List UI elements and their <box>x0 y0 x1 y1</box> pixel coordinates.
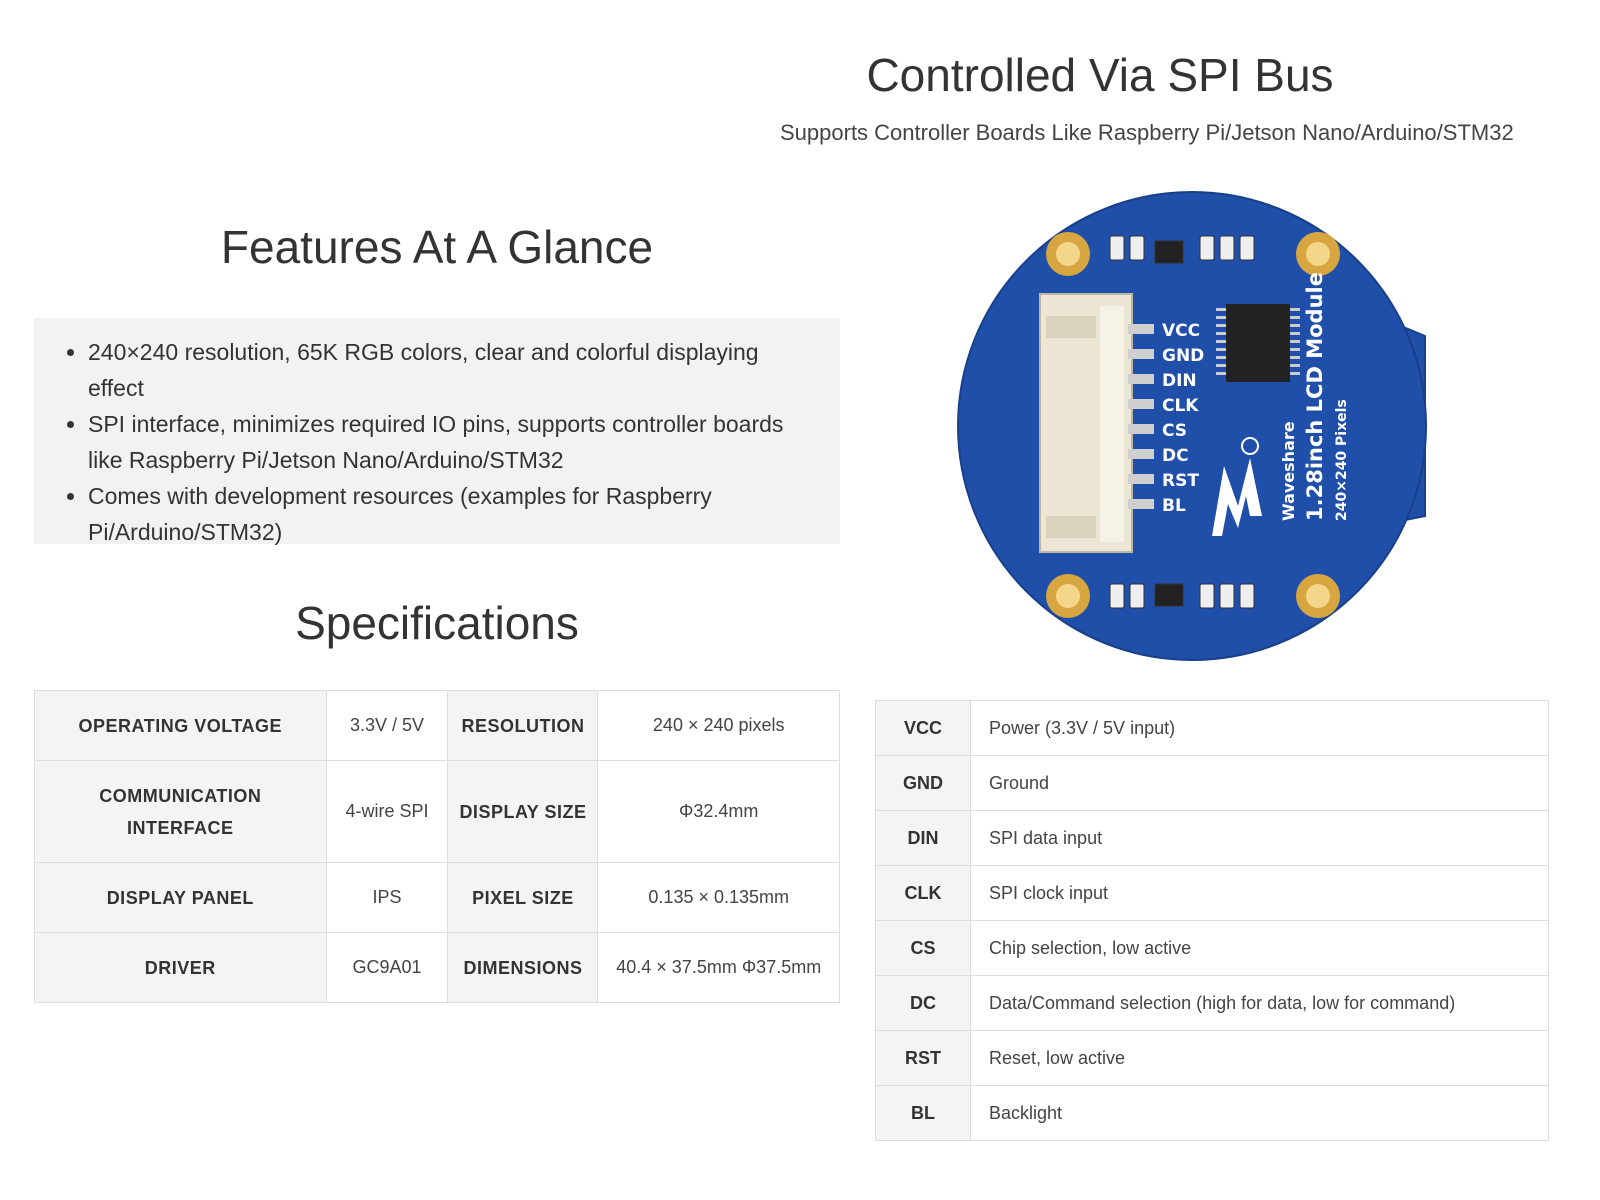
pcb-pin-label: GND <box>1162 346 1204 366</box>
driver-chip <box>1216 304 1300 382</box>
spec-key: DIMENSIONS <box>447 932 599 1003</box>
feature-item: 240×240 resolution, 65K RGB colors, clea… <box>88 334 820 406</box>
spec-value: 4-wire SPI <box>325 760 449 863</box>
pin-name: DIN <box>875 810 971 866</box>
spec-value: Φ32.4mm <box>597 760 840 863</box>
spec-key: DISPLAY SIZE <box>447 760 599 863</box>
features-list: 240×240 resolution, 65K RGB colors, clea… <box>64 334 820 550</box>
spec-key: COMMUNICATION INTERFACE <box>34 760 327 863</box>
spec-key: RESOLUTION <box>447 690 599 761</box>
spi-subtitle: Supports Controller Boards Like Raspberr… <box>780 120 1514 145</box>
pin-connector <box>1039 293 1133 553</box>
spec-key: PIXEL SIZE <box>447 862 599 933</box>
pcb-pin-label: CS <box>1162 421 1187 441</box>
pin-description: Power (3.3V / 5V input) <box>970 700 1549 756</box>
waveshare-logo-icon <box>1212 437 1262 536</box>
features-title: Features At A Glance <box>220 221 654 273</box>
features-box: 240×240 resolution, 65K RGB colors, clea… <box>34 318 840 545</box>
pin-name: DC <box>875 975 971 1031</box>
pin-description: Data/Command selection (high for data, l… <box>970 975 1549 1031</box>
pin-name: VCC <box>875 700 971 756</box>
spec-key: OPERATING VOLTAGE <box>34 690 327 761</box>
spec-value: IPS <box>325 862 449 933</box>
pin-name: CS <box>875 920 971 976</box>
spec-value: 3.3V / 5V <box>325 690 449 761</box>
pin-name: RST <box>875 1030 971 1086</box>
pin-description: Backlight <box>970 1085 1549 1141</box>
pcb-pin-label: CLK <box>1162 396 1199 416</box>
pcb-product-label: 1.28inch LCD Module <box>1303 272 1327 521</box>
spec-key: DISPLAY PANEL <box>34 862 327 933</box>
pin-description: SPI clock input <box>970 865 1549 921</box>
smd-components-bottom <box>1109 583 1255 609</box>
spec-value: 240 × 240 pixels <box>597 690 840 761</box>
feature-item: Comes with development resources (exampl… <box>88 478 820 550</box>
spec-value: 40.4 × 37.5mm Φ37.5mm <box>597 932 840 1003</box>
specifications-table: OPERATING VOLTAGE 3.3V / 5V RESOLUTION 2… <box>34 690 840 1003</box>
pin-name: CLK <box>875 865 971 921</box>
pcb-resolution-label: 240×240 Pixels <box>1334 399 1350 521</box>
spec-row: OPERATING VOLTAGE 3.3V / 5V RESOLUTION 2… <box>34 690 840 761</box>
spi-title: Controlled Via SPI Bus <box>866 49 1334 101</box>
pcb-pin-label: VCC <box>1162 321 1200 341</box>
spec-row: DISPLAY PANEL IPS PIXEL SIZE 0.135 × 0.1… <box>34 862 840 933</box>
pcb-pin-label: RST <box>1162 471 1199 491</box>
pcb-pin-label: DIN <box>1162 371 1197 391</box>
lcd-module-image: VCC GND DIN CLK CS DC RST BL Waveshare 1… <box>957 191 1427 661</box>
feature-item: SPI interface, minimizes required IO pin… <box>88 406 820 478</box>
pin-description: Chip selection, low active <box>970 920 1549 976</box>
pcb-pin-label: DC <box>1162 446 1189 466</box>
pcb-pin-label: BL <box>1162 496 1186 516</box>
mounting-holes <box>1046 232 1340 618</box>
pin-description: SPI data input <box>970 810 1549 866</box>
spec-row: DRIVER GC9A01 DIMENSIONS 40.4 × 37.5mm Φ… <box>34 932 840 1003</box>
pin-pads <box>1128 324 1154 509</box>
pcb-brand-label: Waveshare <box>1279 421 1298 521</box>
smd-components-top <box>1109 235 1255 264</box>
spec-value: GC9A01 <box>325 932 449 1003</box>
pin-description: Ground <box>970 755 1549 811</box>
pcb-body <box>957 191 1427 661</box>
spec-value: 0.135 × 0.135mm <box>597 862 840 933</box>
pin-description: Reset, low active <box>970 1030 1549 1086</box>
specifications-title: Specifications <box>295 597 579 649</box>
spec-row: COMMUNICATION INTERFACE 4-wire SPI DISPL… <box>34 760 840 863</box>
spec-key: DRIVER <box>34 932 327 1003</box>
pin-name: GND <box>875 755 971 811</box>
pin-name: BL <box>875 1085 971 1141</box>
